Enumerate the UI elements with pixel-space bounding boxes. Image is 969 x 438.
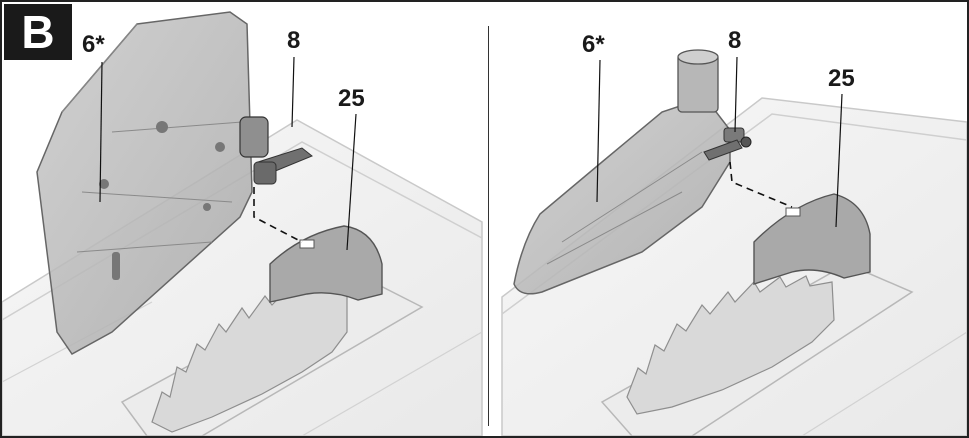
left-panel: 6* 8 25 bbox=[2, 11, 483, 436]
right-label-riving-knife: 25 bbox=[828, 65, 855, 92]
right-assembly-path bbox=[729, 161, 793, 208]
left-label-knob: 8 bbox=[287, 27, 300, 54]
left-leader-guard bbox=[99, 61, 103, 203]
right-knob bbox=[703, 127, 752, 161]
right-panel: 6* 8 25 bbox=[501, 27, 967, 436]
right-leader-guard bbox=[596, 59, 601, 203]
right-leader-knife bbox=[835, 93, 843, 228]
right-saw-blade bbox=[626, 275, 835, 415]
right-label-knob: 8 bbox=[728, 27, 741, 54]
left-leader-knob bbox=[291, 56, 295, 128]
right-label-guard: 6* bbox=[582, 31, 605, 58]
left-assembly-path bbox=[253, 187, 303, 243]
left-knob bbox=[239, 116, 313, 185]
left-label-riving-knife: 25 bbox=[338, 85, 365, 112]
panel-divider bbox=[488, 26, 489, 426]
left-blade-guard bbox=[36, 11, 253, 355]
left-label-guard: 6* bbox=[82, 31, 105, 58]
right-leader-knob bbox=[734, 56, 738, 133]
figure-badge: B bbox=[4, 4, 72, 60]
left-leader-knife bbox=[346, 113, 357, 251]
